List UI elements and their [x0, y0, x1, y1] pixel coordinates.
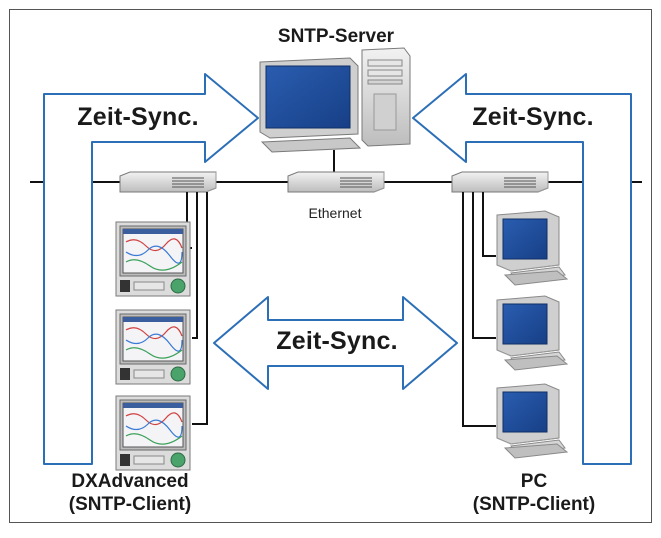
recorder-1-icon — [115, 221, 191, 297]
recorder-2-icon — [115, 309, 191, 385]
client-left-name: DXAdvanced — [71, 471, 189, 492]
pc-1-icon — [496, 210, 568, 286]
server-computer-icon — [259, 47, 411, 153]
client-left-role: (SNTP-Client) — [68, 494, 192, 515]
client-right-role: (SNTP-Client) — [472, 494, 596, 515]
client-right-name: PC — [520, 471, 548, 492]
pc-2-icon — [496, 295, 568, 371]
sync-label-right: Zeit-Sync. — [472, 103, 594, 131]
sync-arrow-left — [43, 73, 259, 465]
sync-label-center: Zeit-Sync. — [276, 327, 398, 355]
server-label: SNTP-Server — [277, 26, 395, 47]
switch-left-icon — [119, 171, 217, 193]
ethernet-label: Ethernet — [308, 205, 362, 221]
sync-arrow-right — [412, 73, 632, 465]
sync-arrow-center — [213, 296, 458, 390]
switch-center-icon — [287, 171, 385, 193]
recorder-3-icon — [115, 395, 191, 471]
frame — [9, 9, 652, 523]
sync-label-left: Zeit-Sync. — [77, 103, 199, 131]
pc-3-icon — [496, 383, 568, 459]
switch-right-icon — [451, 171, 549, 193]
pc-links — [462, 192, 496, 427]
